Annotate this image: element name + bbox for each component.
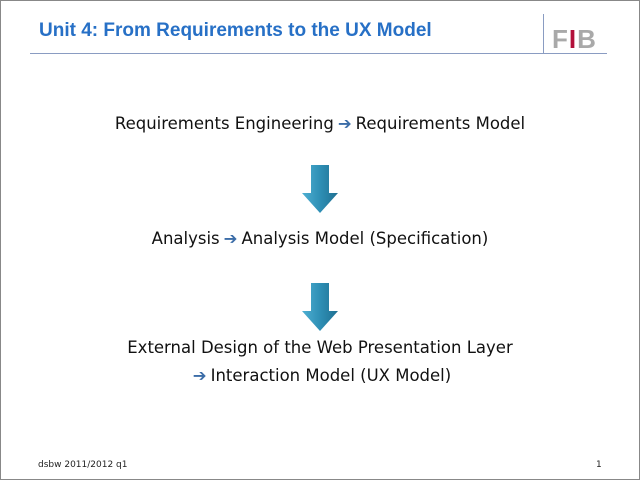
step-target: Analysis Model (Specification) xyxy=(241,229,489,248)
right-arrow-icon: ➔ xyxy=(223,229,238,248)
flow-step-1: Requirements Engineering➔Requirements Mo… xyxy=(0,114,640,133)
step-target: Requirements Model xyxy=(355,114,526,133)
step-target: Interaction Model (UX Model) xyxy=(210,366,452,385)
footer-course: dsbw 2011/2012 q1 xyxy=(38,460,128,470)
page-number: 1 xyxy=(596,460,602,470)
flow-step-2: Analysis➔Analysis Model (Specification) xyxy=(0,229,640,248)
down-arrow-icon xyxy=(302,283,338,331)
right-arrow-icon: ➔ xyxy=(192,366,207,385)
step-source: Requirements Engineering xyxy=(114,114,334,133)
step-source: Analysis xyxy=(151,229,220,248)
fib-logo: FIB xyxy=(552,24,597,54)
right-arrow-icon: ➔ xyxy=(337,114,352,133)
slide-title: Unit 4: From Requirements to the UX Mode… xyxy=(39,20,432,41)
flow-step-3-source: External Design of the Web Presentation … xyxy=(127,338,513,357)
title-divider xyxy=(30,53,607,54)
flow-step-3-target-line: ➔Interaction Model (UX Model) xyxy=(0,366,640,385)
logo-divider xyxy=(543,14,544,54)
down-arrow-icon xyxy=(302,165,338,213)
